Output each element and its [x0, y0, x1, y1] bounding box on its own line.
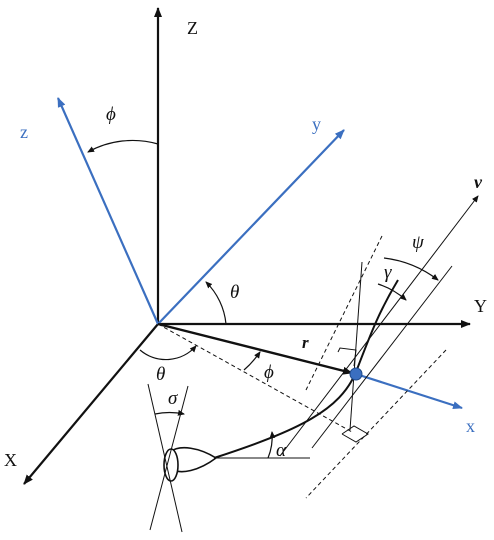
- trajectory-curve: [213, 279, 399, 459]
- body-y-axis: [157, 129, 345, 325]
- tangent-plane-edge-upper: [305, 235, 383, 391]
- position-label: r: [302, 333, 309, 352]
- body-z-axis: [56, 97, 160, 325]
- inertial-z-label: Z: [187, 18, 198, 38]
- body-x-label: x: [466, 416, 475, 436]
- phi-top-label: ϕ: [106, 104, 116, 125]
- inertial-x-axis: [23, 323, 159, 485]
- theta-upper-arc: [205, 281, 227, 325]
- gamma-label: γ: [384, 262, 392, 283]
- theta-upper-label: θ: [230, 282, 239, 303]
- alpha-label: α: [276, 440, 287, 461]
- velocity-vector: [279, 195, 479, 457]
- psi-label: ψ: [412, 232, 425, 253]
- local-vertical-line: [349, 261, 363, 431]
- velocity-label: v: [474, 172, 483, 192]
- theta-lower-label: θ: [156, 364, 165, 385]
- gamma-arc: [377, 283, 407, 301]
- right-angle-marker-top: [337, 347, 357, 367]
- inertial-y-label: Y: [474, 296, 487, 316]
- sigma-label: σ: [168, 388, 178, 409]
- alpha-arc: [267, 431, 276, 459]
- phi-lower-arc: [243, 351, 261, 371]
- position-vector: [157, 322, 353, 375]
- psi-arc: [383, 257, 439, 281]
- sigma-arc: [154, 409, 185, 416]
- projection-line: [157, 323, 353, 433]
- phi-top-arc: [87, 139, 159, 153]
- theta-lower-arc: [139, 345, 197, 361]
- vehicle-point: [349, 367, 363, 381]
- inertial-x-label: X: [4, 450, 17, 470]
- tangent-plane-edge-lower: [305, 349, 447, 499]
- body-z-label: z: [20, 122, 28, 142]
- flight-direction-line: [311, 265, 453, 449]
- phi-lower-label: ϕ: [264, 362, 274, 383]
- right-angle-marker-bottom: [341, 425, 369, 443]
- body-x-axis: [355, 372, 463, 410]
- body-y-label: y: [312, 114, 321, 134]
